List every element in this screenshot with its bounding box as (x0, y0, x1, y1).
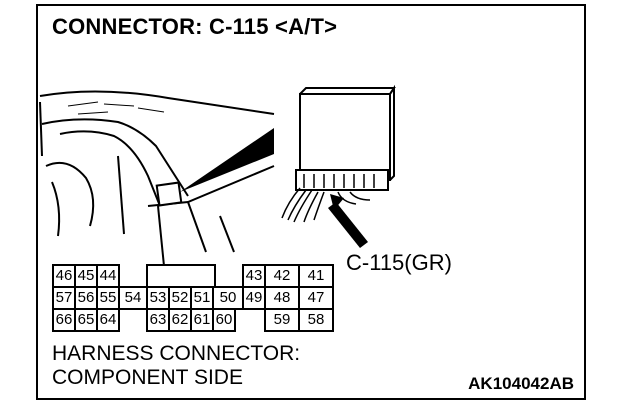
pin-44: 44 (96, 264, 120, 288)
pin-58: 58 (298, 308, 334, 332)
pin-52: 52 (168, 286, 192, 310)
diagram-title: CONNECTOR: C-115 <A/T> (52, 14, 338, 39)
pin-59: 59 (264, 308, 300, 332)
pin-57: 57 (52, 286, 76, 310)
pin-60: 60 (212, 308, 236, 332)
figure-code: AK104042AB (468, 374, 574, 393)
pin-50: 50 (212, 286, 244, 310)
connector-lock-tab (146, 264, 216, 288)
pin-56: 56 (74, 286, 98, 310)
pin-51: 51 (190, 286, 214, 310)
pin-64: 64 (96, 308, 120, 332)
pin-42: 42 (264, 264, 300, 288)
caption-harness-connector: HARNESS CONNECTOR: (52, 342, 301, 365)
pin-48: 48 (264, 286, 300, 310)
pin-45: 45 (74, 264, 98, 288)
pin-66: 66 (52, 308, 76, 332)
pin-54: 54 (118, 286, 148, 310)
pin-41: 41 (298, 264, 334, 288)
pin-63: 63 (146, 308, 170, 332)
pin-61: 61 (190, 308, 214, 332)
diagram-frame: CONNECTOR: C-115 <A/T> (36, 4, 586, 400)
pin-46: 46 (52, 264, 76, 288)
pin-49: 49 (242, 286, 266, 310)
vehicle-location-illustration (39, 84, 396, 267)
pin-65: 65 (74, 308, 98, 332)
caption-component-side: COMPONENT SIDE (52, 366, 243, 389)
connector-callout-label: C-115(GR) (346, 250, 452, 275)
pin-43: 43 (242, 264, 266, 288)
pin-62: 62 (168, 308, 192, 332)
pin-47: 47 (298, 286, 334, 310)
pin-53: 53 (146, 286, 170, 310)
pin-55: 55 (96, 286, 120, 310)
